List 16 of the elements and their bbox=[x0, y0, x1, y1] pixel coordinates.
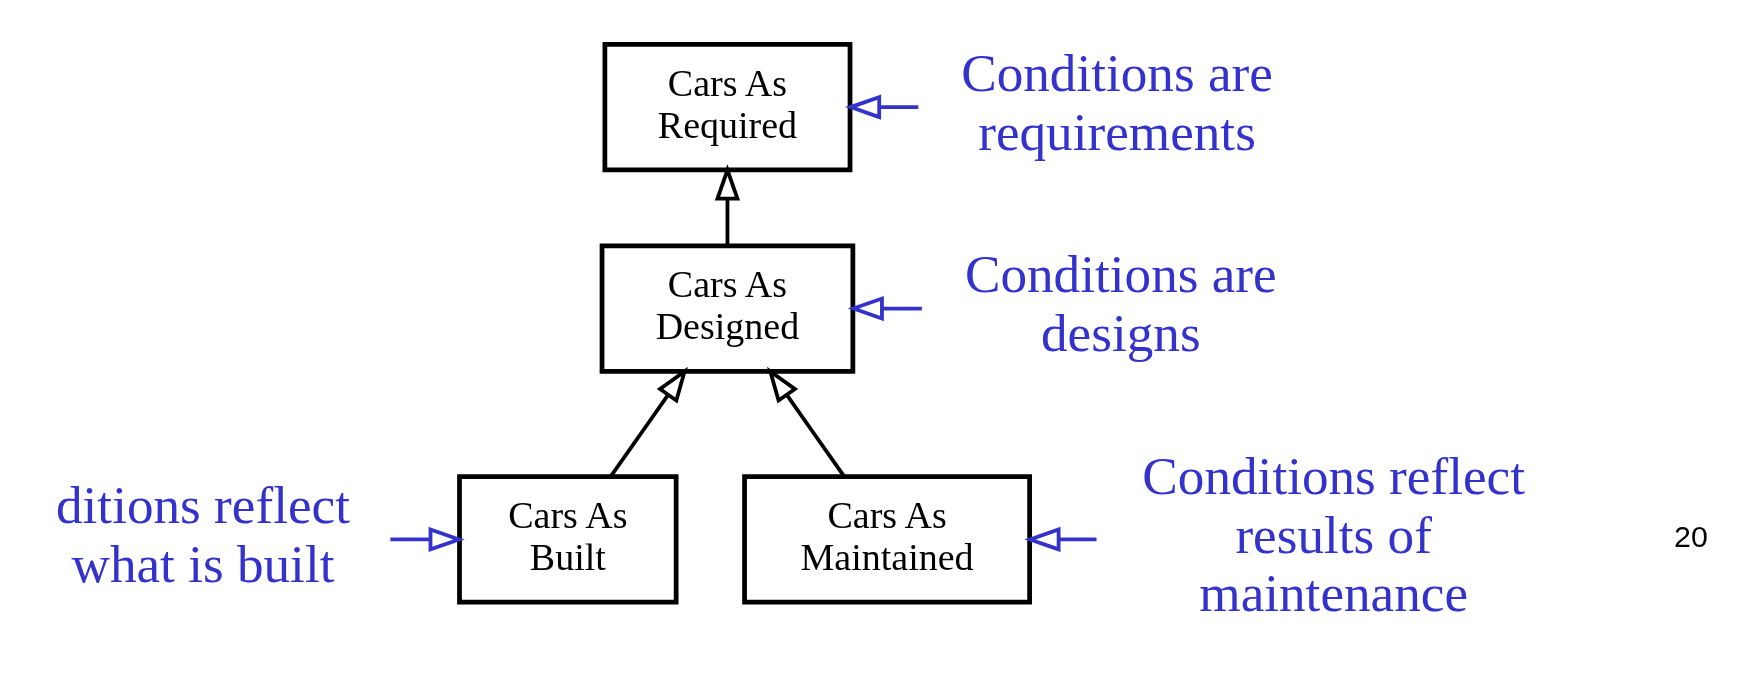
arrow bbox=[767, 366, 846, 478]
node-box: Cars As Required bbox=[602, 41, 853, 172]
arrow bbox=[844, 93, 919, 120]
node-text: Conditions reflect results of maintenance bbox=[1142, 446, 1525, 623]
arrow bbox=[714, 163, 741, 246]
node-box: Cars As Designed bbox=[599, 242, 856, 374]
arrow bbox=[1024, 526, 1097, 552]
arrow bbox=[390, 526, 465, 552]
arrow bbox=[847, 295, 922, 321]
node-box: Cars As Built bbox=[457, 473, 679, 604]
node-text: Conditions are requirements bbox=[961, 43, 1273, 162]
node-text: ditions reflect what is built bbox=[56, 475, 350, 594]
node-text: Conditions are designs bbox=[964, 244, 1277, 363]
label: 20 bbox=[1674, 518, 1708, 553]
arrow bbox=[609, 366, 688, 478]
node-box: Cars As Maintained bbox=[742, 473, 1032, 604]
